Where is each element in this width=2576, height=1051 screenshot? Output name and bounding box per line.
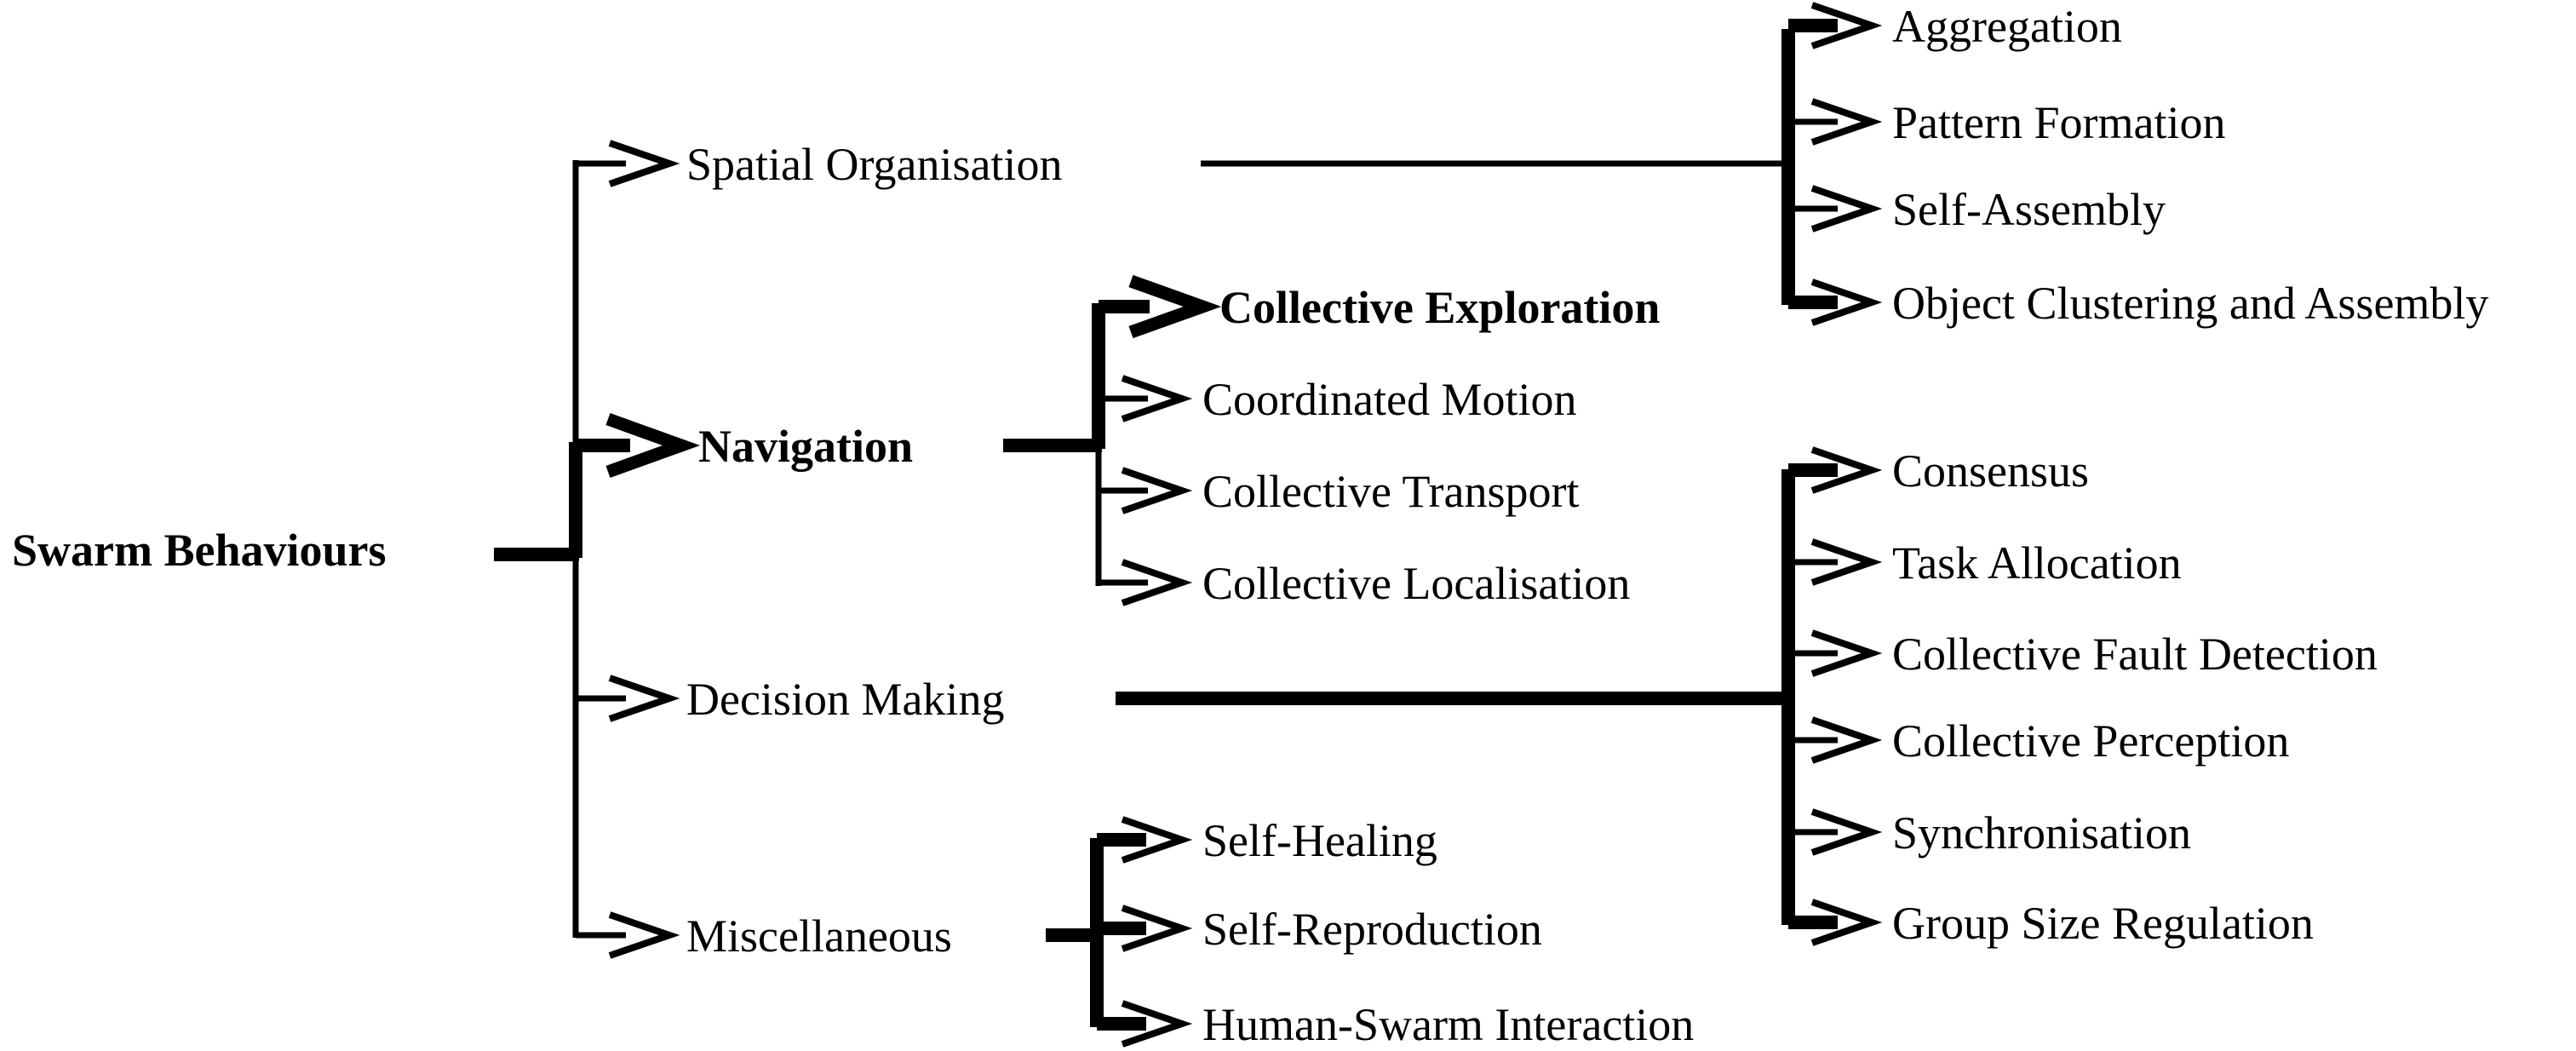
arrowhead-consensus-icon (1810, 446, 1883, 494)
node-miscellaneous-label: Miscellaneous (686, 910, 952, 962)
arrowhead-object-clustering-and-assembly-icon (1810, 279, 1883, 326)
arrowhead-human-swarm-interaction-icon (1121, 1000, 1193, 1048)
arrowhead-navigation-icon (605, 412, 701, 479)
leaf-collective-fault-detection-label: Collective Fault Detection (1892, 629, 2378, 680)
leaf-aggregation-label: Aggregation (1892, 1, 2122, 52)
arrowhead-coordinated-motion-icon (1121, 375, 1193, 422)
arrowhead-task-allocation-icon (1810, 538, 1883, 586)
leaf-collective-exploration-label: Collective Exploration (1219, 282, 1660, 333)
node-spatial-organisation-label: Spatial Organisation (686, 139, 1062, 190)
leaf-task-allocation-label: Task Allocation (1892, 537, 2182, 589)
arrowhead-synchronisation-icon (1810, 808, 1883, 856)
arrowhead-self-assembly-icon (1810, 185, 1883, 233)
leaf-synchronisation-label: Synchronisation (1892, 807, 2191, 859)
leaf-human-swarm-interaction-label: Human-Swarm Interaction (1202, 999, 1694, 1050)
leaf-collective-localisation-label: Collective Localisation (1202, 558, 1630, 609)
leaf-group-size-regulation-label: Group Size Regulation (1892, 898, 2314, 949)
arrowhead-collective-fault-detection-icon (1810, 629, 1883, 677)
node-navigation-label: Navigation (698, 421, 913, 472)
leaf-collective-transport-label: Collective Transport (1202, 466, 1580, 517)
arrowhead-self-reproduction-icon (1121, 905, 1193, 952)
arrowhead-collective-exploration-icon (1128, 274, 1222, 339)
arrowhead-spatial-organisation-icon (608, 140, 680, 187)
leaf-object-clustering-and-assembly-label: Object Clustering and Assembly (1892, 278, 2488, 329)
leaf-consensus-label: Consensus (1892, 445, 2089, 497)
arrowhead-pattern-formation-icon (1810, 98, 1883, 146)
leaf-self-assembly-label: Self-Assembly (1892, 184, 2166, 235)
leaf-self-reproduction-label: Self-Reproduction (1202, 904, 1542, 955)
arrowhead-aggregation-icon (1810, 2, 1883, 49)
arrowhead-decision-making-icon (608, 675, 680, 722)
arrowhead-collective-localisation-icon (1121, 559, 1193, 606)
arrowhead-self-healing-icon (1121, 816, 1193, 864)
arrowhead-miscellaneous-icon (608, 911, 680, 959)
root-node-label: Swarm Behaviours (12, 525, 387, 576)
leaf-pattern-formation-label: Pattern Formation (1892, 97, 2225, 148)
node-decision-making-label: Decision Making (686, 674, 1004, 725)
leaf-coordinated-motion-label: Coordinated Motion (1202, 374, 1576, 425)
leaf-self-healing-label: Self-Healing (1202, 815, 1437, 866)
arrowhead-collective-perception-icon (1810, 716, 1883, 764)
arrowhead-collective-transport-icon (1121, 467, 1193, 514)
leaf-collective-perception-label: Collective Perception (1892, 715, 2289, 767)
arrowhead-group-size-regulation-icon (1810, 899, 1883, 946)
